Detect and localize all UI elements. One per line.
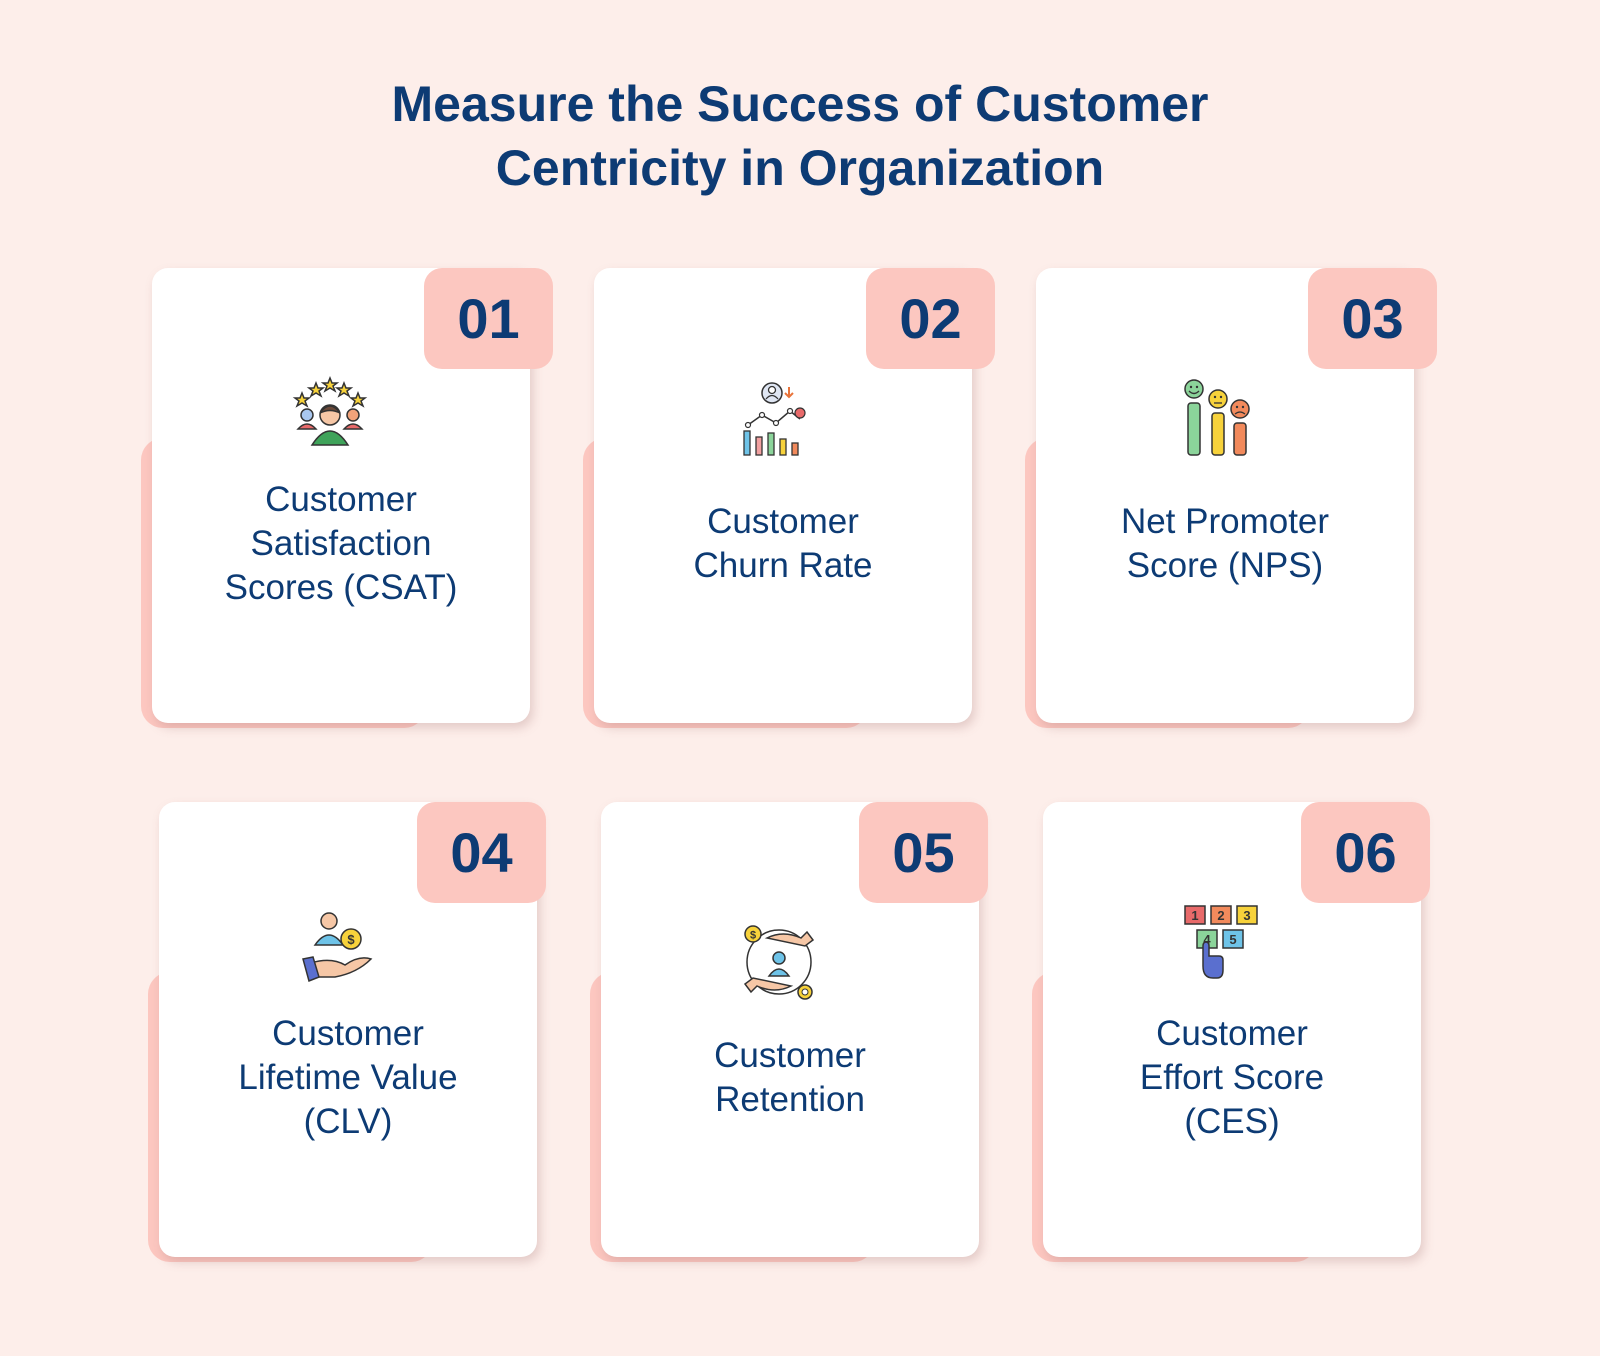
card-label-line: Scores (CSAT)	[224, 568, 458, 607]
card-label-line: Customer	[714, 1036, 866, 1075]
key-2: 2	[1217, 908, 1224, 923]
key-4: 4	[1203, 932, 1211, 947]
card-label-line: Churn Rate	[693, 546, 873, 585]
metric-card-churn-rate: 02 Customer Churn Rate	[583, 268, 995, 738]
card-number-badge: 02	[866, 268, 995, 369]
page-title-line-1: Measure the Success of Customer	[391, 76, 1209, 132]
card-label: Customer Retention	[601, 1034, 979, 1122]
svg-text:$: $	[750, 930, 756, 942]
card-label-line: Customer	[265, 480, 417, 519]
card-label: Customer Lifetime Value (CLV)	[159, 1012, 537, 1144]
net-promoter-score-icon	[1174, 373, 1254, 463]
card-label-line: (CES)	[1184, 1102, 1280, 1141]
card-label-line: Customer	[1156, 1014, 1308, 1053]
card-label-line: Customer	[707, 502, 859, 541]
lifetime-value-icon: $	[297, 907, 377, 997]
card-number-badge: 03	[1308, 268, 1437, 369]
card-label: Customer Effort Score (CES)	[1043, 1012, 1421, 1144]
card-number-badge: 01	[424, 268, 553, 369]
churn-rate-chart-icon	[732, 373, 812, 463]
page-title: Measure the Success of Customer Centrici…	[0, 72, 1600, 200]
customer-satisfaction-icon	[290, 373, 370, 463]
effort-score-icon: 1 2 3 4 5	[1181, 902, 1261, 992]
card-number-badge: 06	[1301, 802, 1430, 903]
metric-card-retention: 05 $ Customer Retention	[590, 802, 1000, 1272]
key-1: 1	[1191, 908, 1198, 923]
svg-text:$: $	[347, 932, 355, 947]
page-title-line-2: Centricity in Organization	[495, 140, 1105, 196]
card-label: Net Promoter Score (NPS)	[1036, 500, 1414, 588]
metric-card-csat: 01 Customer Satisfaction Scores (CSAT)	[141, 268, 553, 738]
customer-retention-icon: $	[739, 920, 819, 1010]
card-label-line: Customer	[272, 1014, 424, 1053]
card-label-line: Score (NPS)	[1126, 546, 1324, 585]
key-5: 5	[1229, 932, 1236, 947]
card-label-line: Effort Score	[1139, 1058, 1325, 1097]
card-label-line: (CLV)	[303, 1102, 393, 1141]
card-label-line: Retention	[715, 1080, 865, 1119]
card-number-badge: 04	[417, 802, 546, 903]
card-label-line: Lifetime Value	[238, 1058, 458, 1097]
card-number-badge: 05	[859, 802, 988, 903]
key-3: 3	[1243, 908, 1250, 923]
metric-card-clv: 04 $ Customer Lifetime Value (CLV)	[148, 802, 558, 1272]
card-label-line: Net Promoter	[1120, 502, 1330, 541]
card-label: Customer Satisfaction Scores (CSAT)	[152, 478, 530, 610]
metric-card-nps: 03 Net Promoter Score (NPS)	[1025, 268, 1437, 738]
metric-card-ces: 06 1 2 3 4 5 Customer Effort Score (CES)	[1032, 802, 1442, 1272]
card-label-line: Satisfaction	[250, 524, 432, 563]
card-label: Customer Churn Rate	[594, 500, 972, 588]
